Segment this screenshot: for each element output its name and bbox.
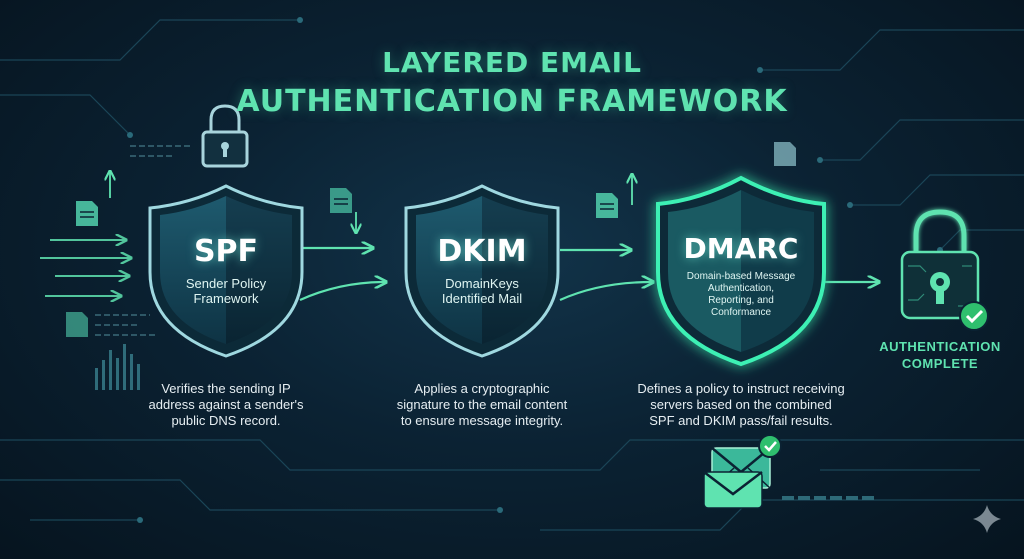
dmarc-full-line-2: Authentication, <box>707 283 775 294</box>
dkim-shield <box>404 184 560 358</box>
spf-description: Verifies the sending IP address against … <box>136 381 316 429</box>
dkim-description: Applies a cryptographic signature to the… <box>377 381 587 429</box>
padlock-icon <box>201 104 249 168</box>
dkim-desc-line-3: to ensure message integrity. <box>400 413 564 428</box>
dmarc-desc-line-1: Defines a policy to instruct receiving <box>637 381 845 396</box>
data-blocks <box>782 496 874 500</box>
dmarc-desc-line-3: SPF and DKIM pass/fail results. <box>649 413 833 428</box>
dmarc-full-name: Domain-based Message Authentication, Rep… <box>671 271 811 319</box>
dkim-full-name: DomainKeys Identified Mail <box>412 276 552 306</box>
bar-decoration <box>95 344 140 390</box>
dmarc-full-line-3: Reporting, and <box>708 295 774 306</box>
spf-abbr: SPF <box>193 234 259 269</box>
spf-full-line-2: Framework <box>193 291 259 306</box>
dkim-desc-line-1: Applies a cryptographic <box>414 381 550 396</box>
authentication-complete-label: AUTHENTICATION COMPLETE <box>860 338 1020 372</box>
dmarc-abbr: DMARC <box>683 232 799 265</box>
envelope-icon <box>703 447 771 509</box>
incoming-arrows <box>40 240 130 296</box>
envelope-check-icon <box>758 434 782 458</box>
check-icon <box>959 301 989 331</box>
dmarc-full-line-4: Conformance <box>710 307 772 318</box>
title-line-2: AUTHENTICATION FRAMEWORK <box>236 84 788 119</box>
final-padlock-icon <box>900 209 980 320</box>
dkim-desc-line-2: signature to the email content <box>396 397 568 412</box>
complete-line-1: AUTHENTICATION <box>879 339 1001 354</box>
dkim-full-line-2: Identified Mail <box>441 291 523 306</box>
complete-line-2: COMPLETE <box>901 356 979 371</box>
dkim-full-line-1: DomainKeys <box>445 276 519 291</box>
circuit-background <box>0 19 1024 531</box>
dmarc-description: Defines a policy to instruct receiving s… <box>621 381 861 429</box>
spf-desc-line-3: public DNS record. <box>171 413 281 428</box>
spf-desc-line-2: address against a sender's <box>148 397 304 412</box>
spf-full-name: Sender Policy Framework <box>156 276 296 306</box>
document-icon <box>66 142 796 337</box>
code-lines-left <box>95 145 190 336</box>
dmarc-desc-line-2: servers based on the combined <box>650 397 832 412</box>
dmarc-shield <box>656 175 826 367</box>
spf-full-line-1: Sender Policy <box>185 276 267 291</box>
up-arrows <box>110 172 632 232</box>
circuit-nodes <box>127 17 943 523</box>
document-lines <box>80 198 614 218</box>
title-line-1: LAYERED EMAIL <box>382 46 642 79</box>
spf-shield <box>148 184 304 358</box>
dmarc-full-line-1: Domain-based Message <box>686 271 796 282</box>
spf-desc-line-1: Verifies the sending IP <box>161 381 291 396</box>
dkim-abbr: DKIM <box>437 234 527 269</box>
sparkle-icon <box>973 505 1001 533</box>
